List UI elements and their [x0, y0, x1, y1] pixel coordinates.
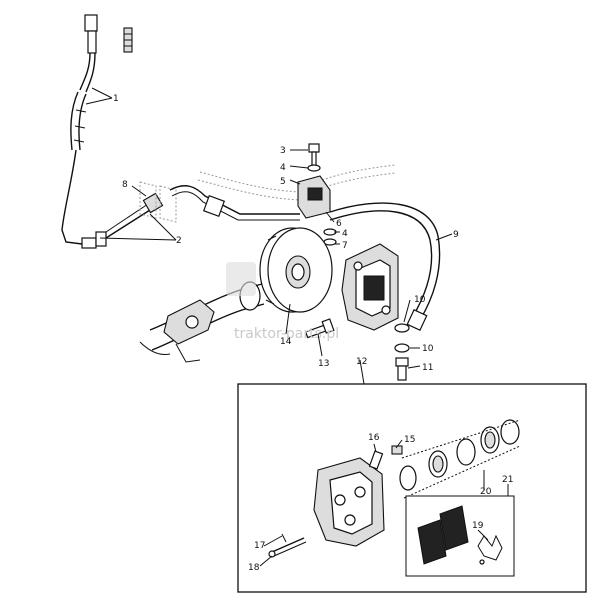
callout-3: 3 [280, 146, 286, 156]
brake-hose-part-1 [61, 14, 133, 249]
brake-caliper-part-12 [341, 243, 399, 331]
leader-lines [85, 87, 509, 567]
callout-4-lower: 4 [342, 229, 348, 239]
callout-13: 13 [318, 359, 329, 369]
callout-12: 12 [356, 357, 367, 367]
callout-7: 7 [342, 241, 348, 251]
brake-pad [417, 519, 447, 565]
callout-19: 19 [472, 521, 484, 531]
bracket-bolt-parts-3-7 [297, 143, 337, 246]
watermark-text: traktor-parts.pl [234, 326, 339, 342]
callout-4: 4 [280, 163, 286, 173]
callout-14: 14 [280, 337, 292, 347]
fittings-parts-10-11 [394, 323, 410, 381]
callout-15: 15 [404, 435, 415, 445]
callout-16: 16 [368, 433, 380, 443]
callout-1: 1 [113, 94, 119, 104]
brake-pipe-part-2 [105, 164, 396, 239]
callout-8: 8 [122, 180, 128, 190]
callout-11: 11 [422, 363, 433, 373]
caliper-exploded-inset [237, 383, 587, 593]
callout-2: 2 [176, 236, 182, 246]
watermark: traktor-parts.pl [226, 262, 339, 342]
callout-21: 21 [502, 475, 513, 485]
callout-6: 6 [336, 219, 342, 229]
callout-10-lower: 10 [422, 344, 434, 354]
bolt-part-13 [304, 318, 335, 339]
brake-hose-part-9 [329, 202, 441, 332]
brake-disc-part-14 [259, 227, 333, 313]
callout-20: 20 [480, 487, 492, 497]
callout-17: 17 [254, 541, 265, 551]
brake-pad [439, 505, 469, 551]
callout-5: 5 [280, 177, 286, 187]
callout-10: 10 [414, 295, 426, 305]
callout-labels: 1 2 3 4 5 6 4 7 8 9 10 10 11 12 13 14 15… [113, 94, 513, 573]
callout-9: 9 [453, 230, 459, 240]
callout-18: 18 [248, 563, 260, 573]
